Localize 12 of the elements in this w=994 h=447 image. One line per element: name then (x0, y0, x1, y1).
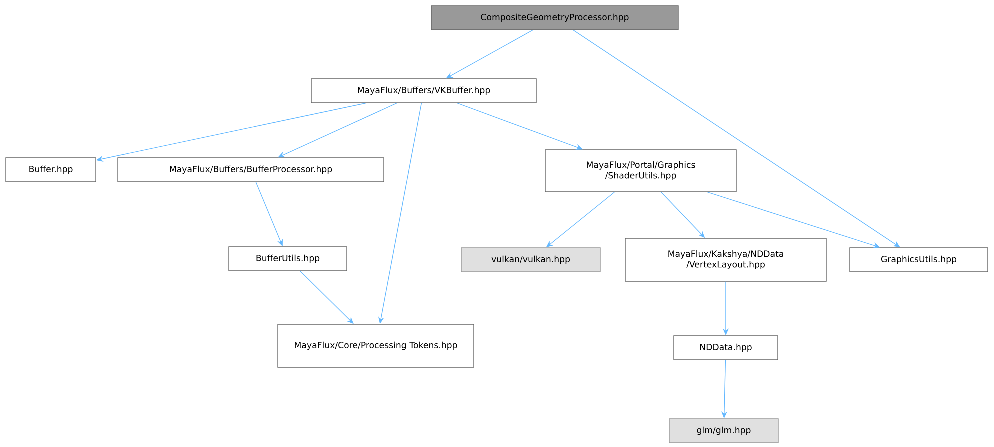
file-box: BufferUtils.hpp (228, 246, 348, 272)
file-box: MayaFlux/Buffers/BufferProcessor.hpp (118, 158, 384, 182)
file-box: glm/glm.hpp (669, 418, 779, 444)
file-box: Buffer.hpp (6, 158, 96, 182)
file-box: GraphicsUtils.hpp (850, 248, 988, 272)
file-box: MayaFlux/Core/Processing Tokens.hpp (278, 324, 474, 368)
file-box: CompositeGeometryProcessor.hpp (431, 6, 679, 30)
file-box: MayaFlux/Kakshya/NDData /VertexLayout.hpp (625, 238, 827, 282)
file-box: vulkan/vulkan.hpp (461, 248, 601, 272)
file-box: MayaFlux/Portal/Graphics /ShaderUtils.hpp (545, 150, 737, 192)
file-box: MayaFlux/Buffers/VKBuffer.hpp (311, 78, 537, 104)
file-box: NDData.hpp (674, 336, 778, 360)
